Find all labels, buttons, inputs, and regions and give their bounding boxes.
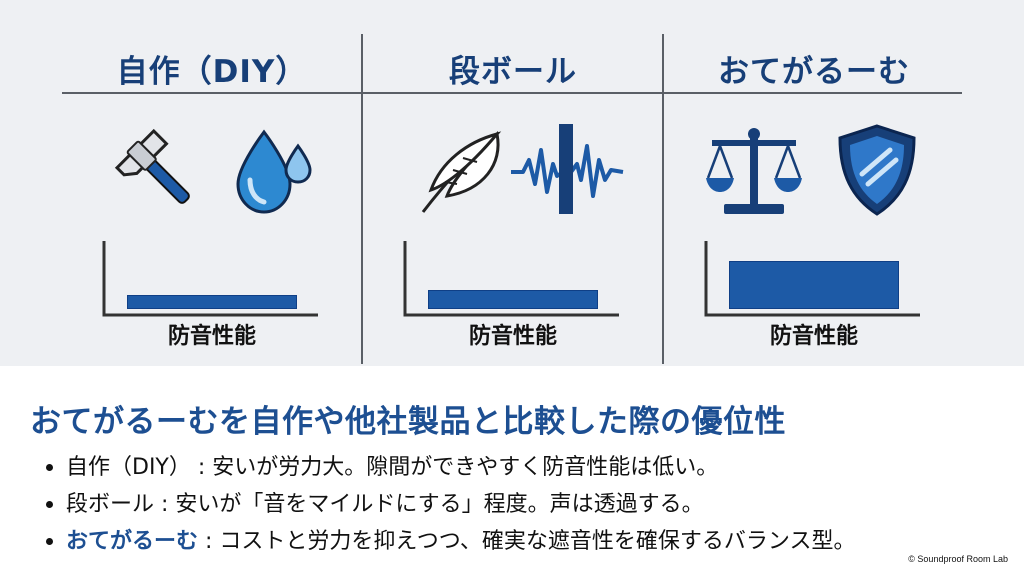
list-item: おてがるーむ : コストと労力を抑えつつ、確実な遮音性を確保するバランス型。 [42,524,855,560]
soundproof-meter [102,239,322,319]
copyright-text: © Soundproof Room Lab [908,554,1008,564]
column-divider-1 [361,34,363,364]
panel-title: 自作（DIY） [116,54,308,90]
item-text: 安いが労力大。隙間ができやすく防音性能は低い。 [212,455,719,480]
item-name-highlight: おてがるーむ [66,529,199,554]
bullet-icon [46,501,53,508]
meter-bar [729,261,899,309]
list-item: 自作（DIY） : 安いが労力大。隙間ができやすく防音性能は低い。 [42,450,855,486]
panel-diy: 自作（DIY） [62,34,362,364]
summary-section: おてがるーむを自作や他社製品と比較した際の優位性 自作（DIY） : 安いが労力… [0,366,1024,572]
water-drop-icon [232,124,322,224]
meter-axis [102,241,318,317]
summary-list: 自作（DIY） : 安いが労力大。隙間ができやすく防音性能は低い。 段ボール :… [42,450,855,561]
header-divider [62,92,962,94]
panel-icons [664,120,964,230]
column-divider-2 [662,34,664,364]
bullet-icon [46,464,53,471]
summary-title: おてがるーむを自作や他社製品と比較した際の優位性 [30,404,786,440]
item-separator: : [154,492,176,517]
comparison-panel-area: 自作（DIY） [62,34,964,364]
balance-scale-icon [702,120,806,224]
bullet-icon [46,538,53,545]
item-separator: : [198,529,220,554]
feather-icon [413,124,509,224]
list-item: 段ボール : 安いが「音をマイルドにする」程度。声は透過する。 [42,487,855,523]
panel-icons [363,120,663,230]
soundproof-meter [403,239,623,319]
meter-label: 防音性能 [167,324,256,349]
meter-label: 防音性能 [769,324,858,349]
meter-axis [704,241,920,317]
panel-title: 段ボール [449,54,577,90]
item-name: 自作（DIY） [66,455,191,480]
soundproof-meter [704,239,924,319]
panel-icons [62,120,362,230]
meter-bar [428,290,598,309]
panel-cardboard: 段ボール [363,34,663,364]
sound-wave-icon [509,120,625,224]
panel-otegaroom: おてがるーむ [664,34,964,364]
meter-label: 防音性能 [468,324,557,349]
item-text: 安いが「音をマイルドにする」程度。声は透過する。 [175,492,704,517]
item-text: コストと労力を抑えつつ、確実な遮音性を確保するバランス型。 [219,529,856,554]
meter-bar [127,295,297,309]
shield-icon [834,122,920,222]
item-name: 段ボール [66,492,155,517]
item-separator: : [190,455,213,480]
panel-title: おてがるーむ [718,54,910,90]
hammer-icon [112,126,204,222]
meter-axis [403,241,619,317]
